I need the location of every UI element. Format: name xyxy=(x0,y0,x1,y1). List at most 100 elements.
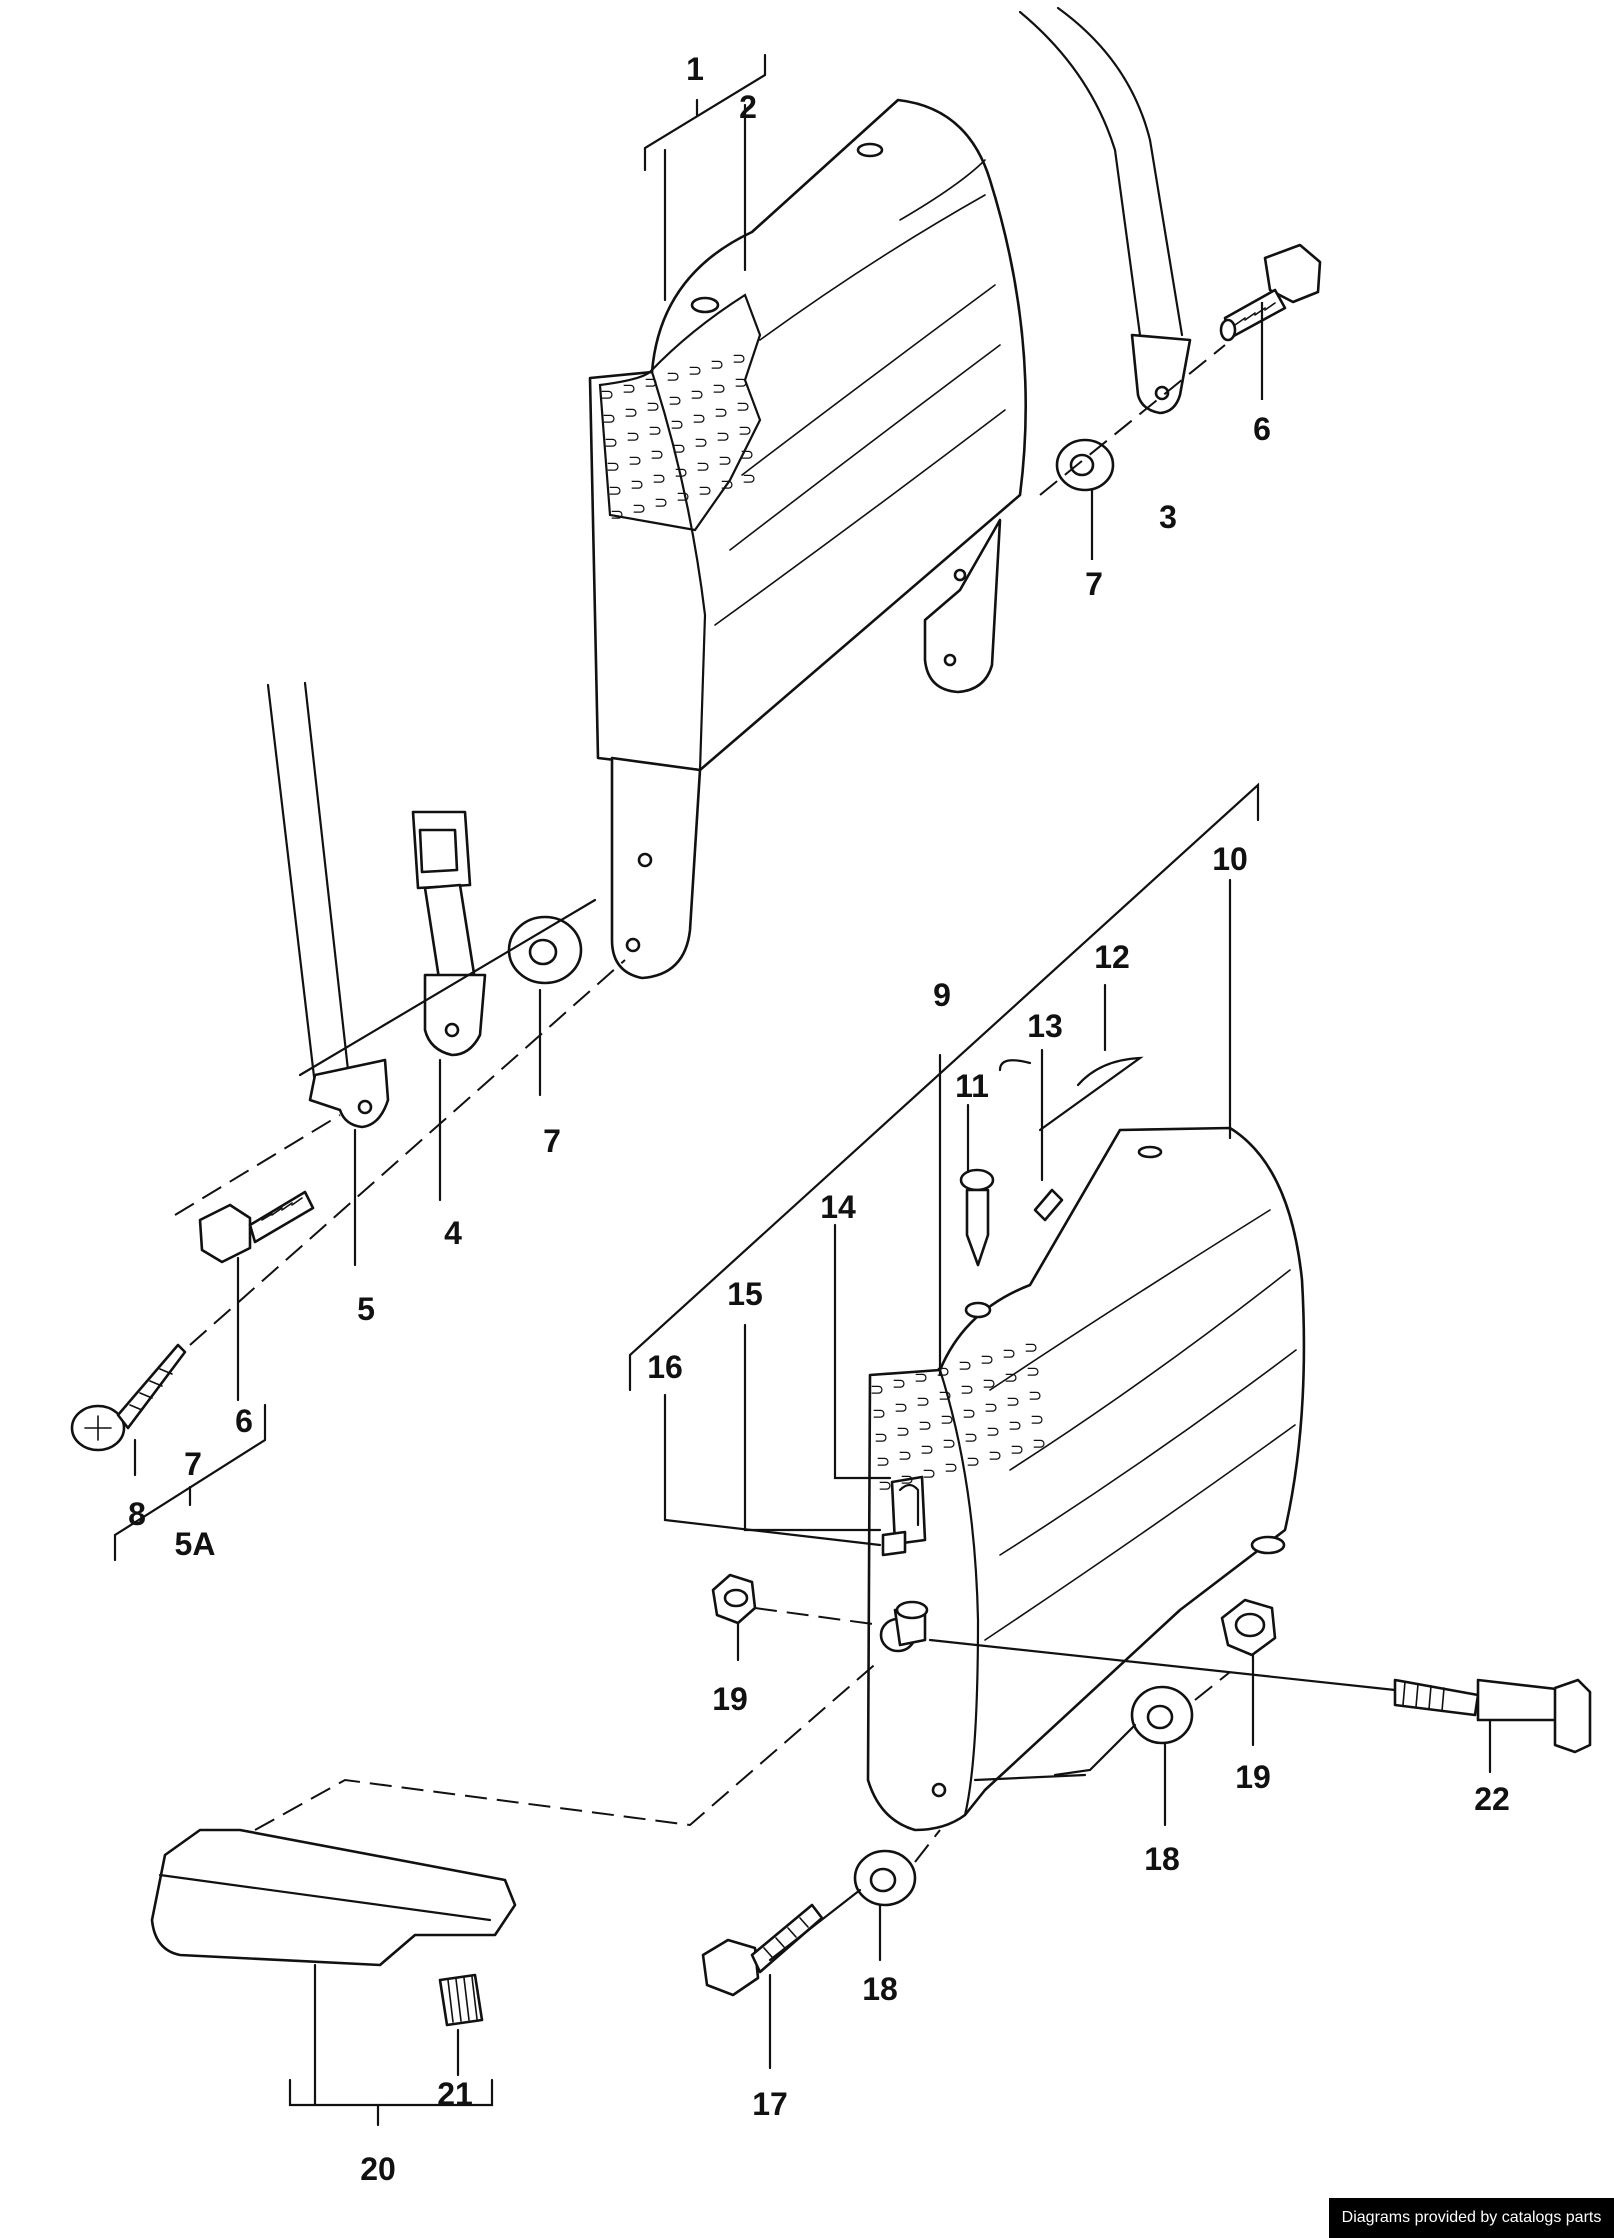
foam-mark: ⊃ xyxy=(922,1464,936,1484)
callout-13: 13 xyxy=(1027,1008,1063,1044)
callout-3: 3 xyxy=(1159,499,1177,535)
foam-mark: ⊃ xyxy=(920,1440,934,1460)
foam-mark: ⊃ xyxy=(672,439,686,459)
bolt-6-upper xyxy=(1219,243,1322,342)
foam-mark: ⊃ xyxy=(916,1392,930,1412)
foam-mark: ⊃ xyxy=(896,1422,910,1442)
foam-mark: ⊃ xyxy=(738,421,752,441)
foam-mark: ⊃ xyxy=(734,373,748,393)
foam-mark: ⊃ xyxy=(732,349,746,369)
callout-22: 22 xyxy=(1474,1781,1510,1817)
callout-5: 5 xyxy=(357,1291,375,1327)
foam-mark: ⊃ xyxy=(712,379,726,399)
foam-mark: ⊃ xyxy=(1028,1386,1042,1406)
callout-6-upper: 6 xyxy=(1253,411,1271,447)
foam-mark: ⊃ xyxy=(870,1380,884,1400)
foam-mark: ⊃ xyxy=(872,1404,886,1424)
washer-18-right xyxy=(1130,1685,1194,1745)
callout-15: 15 xyxy=(727,1276,763,1312)
callout-19-left: 19 xyxy=(712,1681,748,1717)
foam-mark: ⊃ xyxy=(668,391,682,411)
foam-mark: ⊃ xyxy=(604,433,618,453)
foam-mark: ⊃ xyxy=(690,385,704,405)
foam-mark: ⊃ xyxy=(874,1428,888,1448)
callout-8: 8 xyxy=(128,1496,146,1532)
nut-19-right xyxy=(1220,1598,1277,1657)
foam-mark: ⊃ xyxy=(892,1374,906,1394)
foam-mark: ⊃ xyxy=(646,397,660,417)
foam-mark: ⊃ xyxy=(688,361,702,381)
callout-16: 16 xyxy=(647,1349,683,1385)
foam-mark: ⊃ xyxy=(628,451,642,471)
foam-mark: ⊃ xyxy=(914,1368,928,1388)
foam-mark: ⊃ xyxy=(676,487,690,507)
callout-1: 1 xyxy=(686,51,704,87)
foam-texture xyxy=(598,293,762,532)
foam-mark: ⊃ xyxy=(984,1398,998,1418)
foam-mark: ⊃ xyxy=(1026,1362,1040,1382)
foam-mark: ⊃ xyxy=(894,1398,908,1418)
foam-mark: ⊃ xyxy=(600,385,614,405)
callout-14: 14 xyxy=(820,1189,856,1225)
foam-mark: ⊃ xyxy=(606,457,620,477)
callout-21: 21 xyxy=(437,2076,473,2112)
handle-20 xyxy=(150,1828,517,1967)
foam-mark: ⊃ xyxy=(962,1404,976,1424)
foam-mark: ⊃ xyxy=(710,355,724,375)
foam-mark: ⊃ xyxy=(624,403,638,423)
callout-7-left: 7 xyxy=(543,1123,561,1159)
foam-mark: ⊃ xyxy=(610,505,624,525)
foam-mark: ⊃ xyxy=(736,397,750,417)
foam-mark: ⊃ xyxy=(718,451,732,471)
callout-18-right: 18 xyxy=(1144,1841,1180,1877)
foam-marks-lower: ⊃⊃⊃⊃⊃⊃⊃⊃⊃⊃⊃⊃⊃⊃⊃⊃⊃⊃⊃⊃⊃⊃⊃⊃⊃⊃⊃⊃⊃⊃⊃⊃⊃⊃⊃⊃⊃⊃⊃⊃ xyxy=(870,1338,1046,1496)
foam-mark: ⊃ xyxy=(698,481,712,501)
foam-mark: ⊃ xyxy=(692,409,706,429)
belt-strap-upper-right xyxy=(1018,6,1192,415)
callout-20: 20 xyxy=(360,2151,396,2187)
bolt-22 xyxy=(1393,1678,1592,1754)
callout-17: 17 xyxy=(752,2086,788,2122)
foam-mark: ⊃ xyxy=(632,499,646,519)
foam-mark: ⊃ xyxy=(878,1476,892,1496)
washer-7-left xyxy=(507,915,583,985)
callout-10: 10 xyxy=(1212,841,1248,877)
foam-mark: ⊃ xyxy=(876,1452,890,1472)
foam-mark: ⊃ xyxy=(936,1362,950,1382)
pin-13 xyxy=(1033,1188,1064,1222)
callout-12: 12 xyxy=(1094,939,1130,975)
foam-mark: ⊃ xyxy=(1004,1368,1018,1388)
foam-mark: ⊃ xyxy=(1030,1410,1044,1430)
belt-strap-left xyxy=(266,681,390,1129)
callout-7-lower: 7 xyxy=(184,1446,202,1482)
knob-21 xyxy=(438,1973,484,2027)
foam-mark: ⊃ xyxy=(982,1374,996,1394)
callout-11: 11 xyxy=(955,1068,989,1104)
foam-mark: ⊃ xyxy=(654,493,668,513)
callout-2: 2 xyxy=(739,89,757,125)
foam-mark: ⊃ xyxy=(716,427,730,447)
callout-9: 9 xyxy=(933,977,951,1013)
buckle-tongue-4 xyxy=(411,810,487,1057)
foam-mark: ⊃ xyxy=(1008,1416,1022,1436)
foam-mark: ⊃ xyxy=(650,445,664,465)
foam-marks-upper: ⊃⊃⊃⊃⊃⊃⊃⊃⊃⊃⊃⊃⊃⊃⊃⊃⊃⊃⊃⊃⊃⊃⊃⊃⊃⊃⊃⊃⊃⊃⊃⊃⊃⊃⊃⊃⊃⊃⊃⊃… xyxy=(600,349,756,525)
bolt-17 xyxy=(701,1903,824,1997)
foam-mark: ⊃ xyxy=(740,445,754,465)
foam-mark: ⊃ xyxy=(720,475,734,495)
foam-mark: ⊃ xyxy=(944,1458,958,1478)
foam-mark: ⊃ xyxy=(694,433,708,453)
callout-4: 4 xyxy=(444,1215,462,1251)
foam-mark: ⊃ xyxy=(964,1428,978,1448)
foam-mark: ⊃ xyxy=(652,469,666,489)
foam-mark: ⊃ xyxy=(942,1434,956,1454)
foam-mark: ⊃ xyxy=(630,475,644,495)
washer-7-upper xyxy=(1055,438,1115,492)
foam-mark: ⊃ xyxy=(622,379,636,399)
foam-mark: ⊃ xyxy=(938,1386,952,1406)
foam-mark: ⊃ xyxy=(602,409,616,429)
callout-7-upper: 7 xyxy=(1085,566,1103,602)
foam-mark: ⊃ xyxy=(1010,1440,1024,1460)
credit-banner: Diagrams provided by catalogs parts xyxy=(1329,2198,1614,2238)
